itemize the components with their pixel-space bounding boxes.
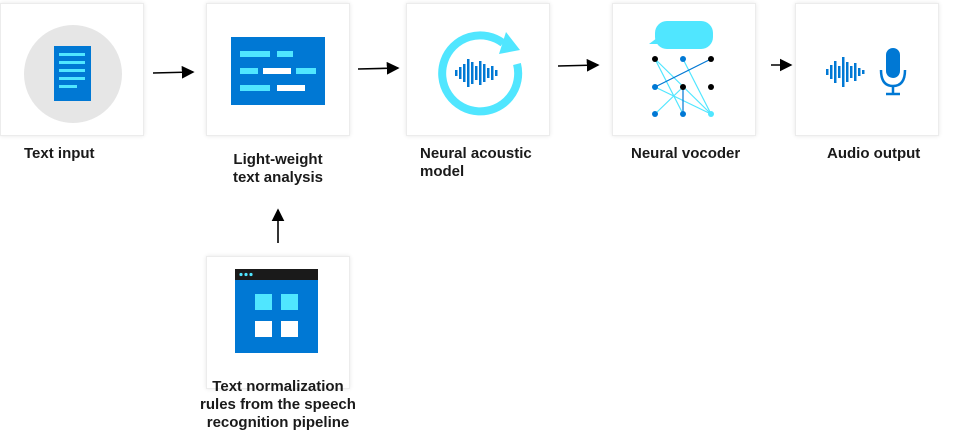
app-window-icon [235, 269, 318, 353]
vocoder-node [612, 3, 756, 136]
text-analysis-label-line2: text analysis [232, 169, 324, 186]
normalization-label-line2: rules from the speech [200, 396, 356, 413]
text-analysis-label: Light-weight text analysis [206, 151, 350, 187]
acoustic-model-label-line1: Neural acoustic [420, 145, 532, 162]
arrow-input-to-analysis [152, 65, 195, 79]
acoustic-model-label: Neural acoustic model [420, 145, 532, 181]
arrow-acoustic-to-vocoder [557, 58, 600, 72]
arrow-analysis-to-acoustic [357, 61, 400, 75]
text-analysis-label-line1: Light-weight [233, 151, 323, 168]
acoustic-model-node [406, 3, 550, 136]
document-icon [24, 25, 122, 123]
normalization-label-line1: Text normalization [212, 378, 344, 395]
waveform-refresh-icon [438, 31, 523, 116]
text-layout-icon [231, 37, 325, 105]
vocoder-label: Neural vocoder [631, 145, 741, 162]
text-input-node [0, 3, 144, 136]
text-analysis-node [206, 3, 350, 136]
neural-network-icon [649, 21, 714, 117]
text-input-label: Text input [24, 145, 95, 162]
microphone-waveform-icon [826, 48, 907, 96]
normalization-node [206, 256, 350, 389]
normalization-label: Text normalization rules from the speech… [186, 378, 370, 432]
audio-output-label: Audio output [827, 145, 921, 162]
acoustic-model-label-line2: model [420, 163, 465, 180]
normalization-label-line3: recognition pipeline [206, 414, 350, 431]
audio-output-node [795, 3, 939, 136]
